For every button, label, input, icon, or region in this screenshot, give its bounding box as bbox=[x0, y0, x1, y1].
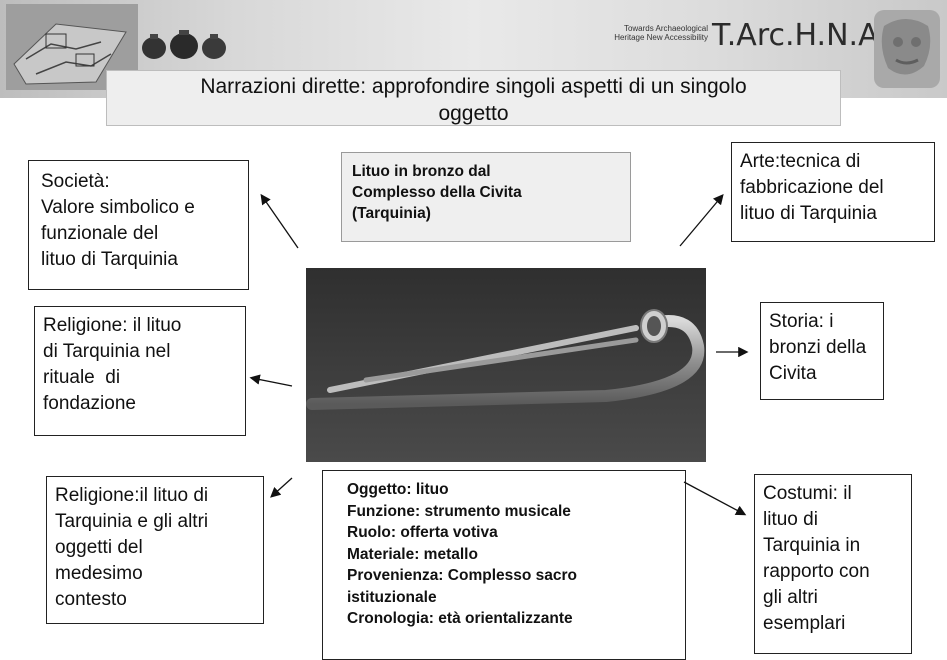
info-row: istituzionale bbox=[347, 587, 675, 609]
lituus-photo bbox=[306, 268, 706, 462]
box-line: lituo di Tarquinia bbox=[740, 203, 877, 224]
project-tagline: Towards Archaeological Heritage New Acce… bbox=[558, 24, 708, 42]
info-row: Materiale: metallo bbox=[347, 544, 675, 566]
box-line: Costumi: il bbox=[763, 483, 852, 504]
box-religione-contesto: Religione:il lituo di Tarquinia e gli al… bbox=[46, 476, 264, 624]
tagline-line: Towards Archaeological bbox=[623, 24, 708, 33]
info-label: Materiale: bbox=[347, 545, 424, 563]
box-line: rapporto con bbox=[763, 561, 870, 582]
arrow-to-arte bbox=[679, 194, 724, 247]
box-line: fabbricazione del bbox=[740, 177, 884, 198]
box-line: Religione:il lituo di bbox=[55, 485, 209, 506]
arrow-to-costumi bbox=[683, 481, 747, 516]
info-row: Funzione: strumento musicale bbox=[347, 501, 675, 523]
box-line: fondazione bbox=[43, 393, 136, 414]
info-value: metallo bbox=[423, 545, 478, 563]
box-line: Civita bbox=[769, 363, 817, 384]
box-line: lituo di bbox=[763, 509, 818, 530]
box-line: Tarquinia in bbox=[763, 535, 861, 556]
object-title-box: Lituo in bronzo dal Complesso della Civi… bbox=[341, 152, 631, 242]
box-line: contesto bbox=[55, 589, 127, 610]
info-label: Provenienza: bbox=[347, 567, 448, 584]
box-line: esemplari bbox=[763, 613, 846, 634]
box-line: Valore simbolico e bbox=[41, 197, 195, 218]
box-line: lituo di Tarquinia bbox=[41, 249, 178, 270]
info-label: Cronologia: bbox=[347, 610, 439, 627]
info-value: età orientalizzante bbox=[438, 610, 573, 627]
tagline-line: Heritage New Accessibility bbox=[614, 33, 708, 42]
object-title-line: Lituo in bronzo dal bbox=[352, 163, 491, 180]
info-label: Ruolo: bbox=[347, 524, 401, 541]
info-value: strumento musicale bbox=[424, 502, 571, 520]
info-label: Oggetto: bbox=[347, 481, 416, 498]
title-line: Narrazioni dirette: approfondire singoli… bbox=[200, 75, 747, 98]
object-title-line: (Tarquinia) bbox=[352, 205, 431, 222]
info-value: Complesso sacro bbox=[447, 567, 577, 584]
box-line: Religione: il lituo bbox=[43, 315, 182, 336]
box-line: funzionale del bbox=[41, 223, 159, 244]
info-row: Ruolo: offerta votiva bbox=[347, 522, 675, 544]
box-line: di Tarquinia nel bbox=[43, 341, 171, 362]
title-line: oggetto bbox=[438, 102, 509, 125]
box-line: Storia: i bbox=[769, 311, 834, 332]
box-line: medesimo bbox=[55, 563, 143, 584]
box-arte: Arte:tecnica di fabbricazione del lituo … bbox=[731, 142, 935, 242]
box-societa: Società: Valore simbolico e funzionale d… bbox=[33, 163, 248, 287]
info-row: Provenienza: Complesso sacro bbox=[347, 565, 675, 587]
site-map-thumbnail bbox=[6, 4, 138, 90]
box-religione-fondazione: Religione: il lituo di Tarquinia nel rit… bbox=[34, 306, 246, 436]
info-value: istituzionale bbox=[347, 588, 437, 606]
arrow-to-religione-contesto bbox=[270, 477, 293, 498]
info-row: Oggetto: lituo bbox=[347, 479, 675, 501]
box-line: Tarquinia e gli altri bbox=[55, 511, 209, 532]
info-value: offerta votiva bbox=[400, 524, 498, 541]
box-line: gli altri bbox=[763, 587, 818, 608]
box-line: Società: bbox=[41, 171, 110, 192]
info-label: Funzione: bbox=[347, 502, 425, 520]
object-title-line: Complesso della Civita bbox=[352, 184, 522, 201]
box-societa-border bbox=[28, 160, 249, 290]
box-line: oggetti del bbox=[55, 537, 143, 558]
box-line: Arte:tecnica di bbox=[740, 151, 861, 172]
arrow-to-societa bbox=[260, 193, 299, 249]
info-row: Cronologia: età orientalizzante bbox=[347, 608, 675, 630]
box-costumi: Costumi: il lituo di Tarquinia in rappor… bbox=[754, 474, 912, 654]
project-logo: T.Arc.H.N.A bbox=[712, 18, 879, 53]
slide-title: Narrazioni dirette: approfondire singoli… bbox=[106, 70, 841, 126]
info-value: lituo bbox=[415, 481, 449, 498]
box-line: rituale di bbox=[43, 367, 121, 388]
object-info-box: Oggetto: lituo Funzione: strumento music… bbox=[322, 470, 686, 660]
vases-icon bbox=[142, 30, 226, 59]
stone-relief-image bbox=[874, 10, 940, 88]
arrow-to-religione-fondazione bbox=[249, 374, 293, 387]
box-storia: Storia: i bronzi della Civita bbox=[760, 302, 884, 400]
box-line: bronzi della bbox=[769, 337, 867, 358]
